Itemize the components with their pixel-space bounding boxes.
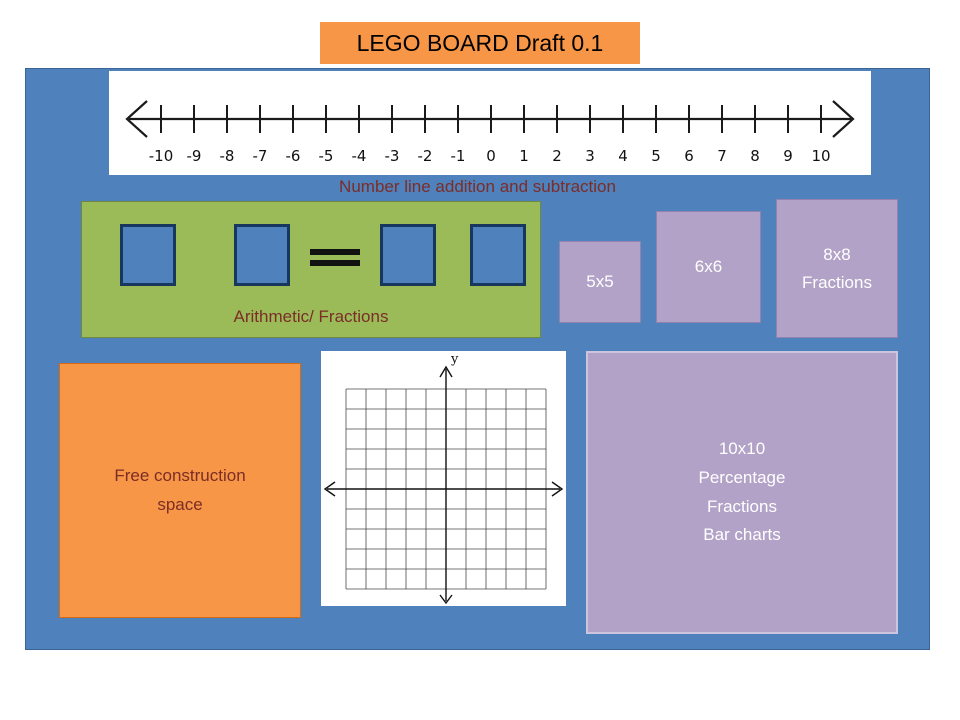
tick-label: 3 xyxy=(585,147,595,165)
left-arrow-icon xyxy=(125,100,148,138)
blue-square-1[interactable] xyxy=(120,224,176,286)
tick-label: -2 xyxy=(418,147,433,165)
y-axis-top-arrow-icon xyxy=(439,365,453,378)
tick-label: -5 xyxy=(319,147,334,165)
right-arrow-icon xyxy=(832,100,855,138)
coordinate-plane-svg: y xyxy=(323,352,564,605)
grid-8x8-label-line1: 8x8 xyxy=(823,245,851,265)
number-line-caption: Number line addition and subtraction xyxy=(339,177,616,196)
tick-label: 4 xyxy=(618,147,628,165)
grid-8x8-area[interactable]: 8x8 Fractions xyxy=(776,199,898,338)
y-axis-label: y xyxy=(450,352,459,367)
tick-label: 9 xyxy=(783,147,793,165)
tick-label: -6 xyxy=(286,147,301,165)
page-title: LEGO BOARD Draft 0.1 xyxy=(356,29,604,56)
tick-label: 1 xyxy=(519,147,529,165)
grid-10x10-line4: Bar charts xyxy=(703,525,781,545)
tick-label: 2 xyxy=(552,147,562,165)
tick-label: 7 xyxy=(717,147,727,165)
tick-label: -3 xyxy=(385,147,400,165)
y-axis-bottom-arrow-icon xyxy=(439,594,453,605)
grid-5x5-label: 5x5 xyxy=(586,272,614,291)
arithmetic-label: Arithmetic/ Fractions xyxy=(233,307,389,326)
coordinate-plane-area[interactable]: y xyxy=(321,351,566,606)
grid-10x10-line1: 10x10 xyxy=(718,438,766,458)
title-banner: LEGO BOARD Draft 0.1 xyxy=(320,22,640,64)
grid-8x8-label-line2: Fractions xyxy=(802,272,872,292)
tick-label: -4 xyxy=(352,147,367,165)
arithmetic-area[interactable]: Arithmetic/ Fractions xyxy=(81,201,541,338)
grid-10x10-area[interactable]: 10x10 Percentage Fractions Bar charts xyxy=(586,351,898,634)
blue-square-3[interactable] xyxy=(380,224,436,286)
tick-label: -1 xyxy=(451,147,466,165)
grid-5x5-area[interactable]: 5x5 xyxy=(559,241,641,323)
grid-10x10-line3: Fractions xyxy=(707,496,777,516)
blue-square-2[interactable] xyxy=(234,224,290,286)
blue-square-4[interactable] xyxy=(470,224,526,286)
grid-6x6-label: 6x6 xyxy=(694,257,723,276)
tick-label: 0 xyxy=(486,147,496,165)
tick-label: -10 xyxy=(149,147,174,165)
equals-icon xyxy=(310,249,360,271)
tick-label: 5 xyxy=(651,147,661,165)
tick-label: 6 xyxy=(684,147,694,165)
tick-label: 8 xyxy=(750,147,760,165)
x-axis-right-arrow-icon xyxy=(551,481,564,497)
free-space-label-line1: Free construction xyxy=(114,465,246,485)
tick-label: 10 xyxy=(811,147,830,165)
grid-10x10-line2: Percentage xyxy=(698,467,786,487)
x-axis-left-arrow-icon xyxy=(323,481,336,497)
free-construction-area[interactable]: Free construction space xyxy=(59,363,301,618)
tick-label: -8 xyxy=(220,147,235,165)
tick-label: -9 xyxy=(187,147,202,165)
grid-6x6-area[interactable]: 6x6 xyxy=(656,211,761,323)
free-space-label-line2: space xyxy=(157,494,203,514)
tick-label: -7 xyxy=(253,147,268,165)
